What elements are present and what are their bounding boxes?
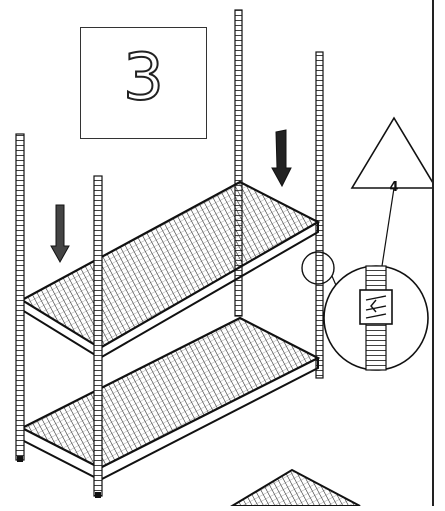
detail-callout <box>301 116 438 371</box>
down-arrow-icon <box>271 129 292 188</box>
step-number: 3 <box>122 41 165 115</box>
post-back-right <box>315 51 324 379</box>
step-number-box: 3 <box>80 27 207 139</box>
down-arrow-icon <box>50 204 70 264</box>
middle-shelf <box>19 316 321 482</box>
upper-shelf <box>19 180 321 360</box>
post-back-center <box>234 9 243 317</box>
post-front-center <box>93 175 103 498</box>
page-edge <box>432 0 445 506</box>
lower-shelf-fragment <box>228 468 361 507</box>
callout-label: 4 <box>389 180 399 195</box>
post-front-left <box>15 133 25 462</box>
